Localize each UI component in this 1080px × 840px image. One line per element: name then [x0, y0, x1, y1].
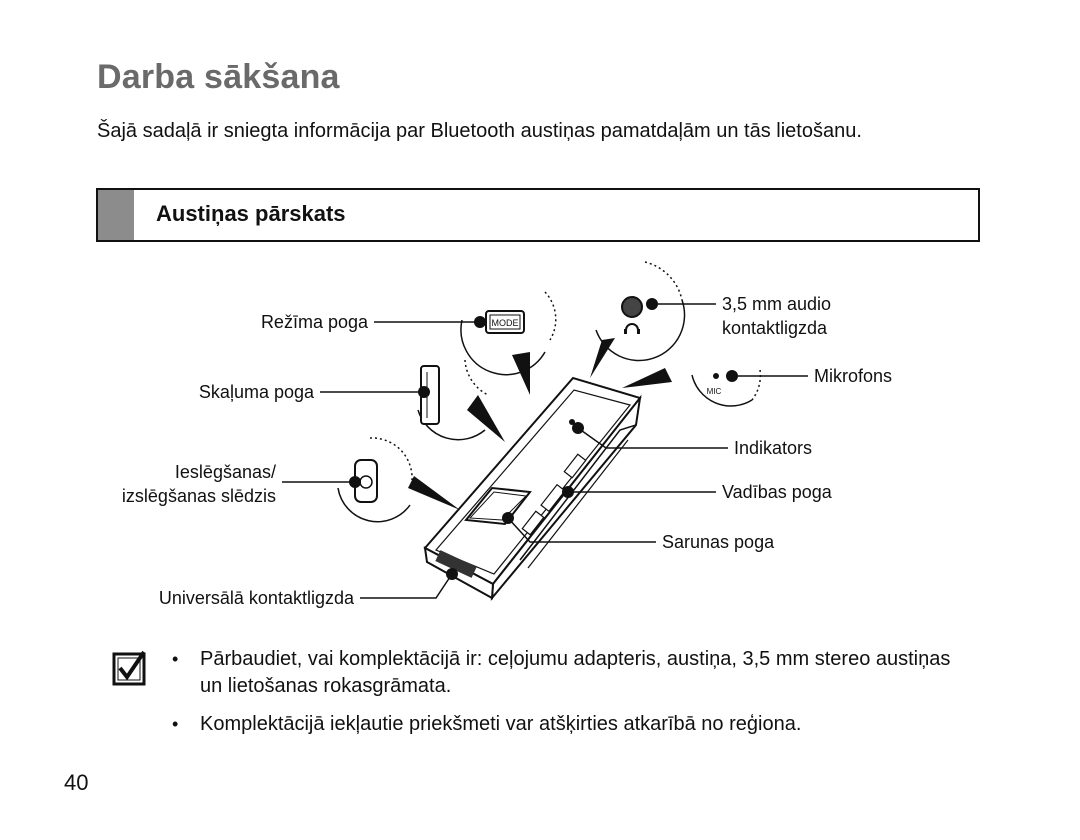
label-indicator: Indikators: [734, 438, 812, 458]
leader-lines: [282, 303, 808, 599]
note-text: Komplektācijā iekļautie priekšmeti var a…: [200, 713, 802, 735]
bullet: •: [172, 714, 179, 734]
note-item: • Komplektācijā iekļautie priekšmeti var…: [172, 711, 972, 738]
label-control-button: Vadības poga: [722, 482, 833, 502]
label-audio-jack-line1: 3,5 mm audio: [722, 294, 831, 314]
bullet: •: [172, 649, 179, 669]
label-talk-button: Sarunas poga: [662, 532, 775, 552]
mic-detail: MIC: [707, 373, 722, 396]
note-check-icon: [112, 650, 146, 686]
label-power-switch-line1: Ieslēgšanas/: [175, 462, 276, 482]
note-text: Pārbaudiet, vai komplektācijā ir: ceļoju…: [200, 648, 951, 697]
mode-key-detail: MODE: [485, 310, 525, 334]
notes-list: • Pārbaudiet, vai komplektācijā ir: ceļo…: [172, 646, 972, 749]
pointer-wedges: [408, 338, 672, 510]
label-power-switch-line2: izslēgšanas slēdzis: [122, 486, 276, 506]
mode-key-text: MODE: [492, 318, 519, 328]
label-microphone: Mikrofons: [814, 366, 892, 386]
page-number: 40: [64, 770, 89, 795]
page-title: Darba sākšana: [97, 58, 340, 96]
callout-arcs: [337, 261, 762, 523]
section-title: Austiņas pārskats: [156, 201, 346, 226]
audio-jack-detail: [621, 296, 643, 334]
section-header-block: [98, 190, 134, 240]
section-header: Austiņas pārskats: [96, 188, 980, 242]
leader-dots: [349, 298, 738, 580]
label-mode-button: Režīma poga: [261, 312, 369, 332]
label-volume-button: Skaļuma poga: [199, 382, 315, 402]
headset-diagram: MODE MIC: [122, 261, 892, 608]
label-universal-jack: Universālā kontaktligzda: [159, 588, 355, 608]
note-item: • Pārbaudiet, vai komplektācijā ir: ceļo…: [172, 646, 972, 700]
mic-mark-text: MIC: [707, 387, 722, 396]
intro-paragraph: Šajā sadaļā ir sniegta informācija par B…: [97, 120, 862, 142]
headset-device: [423, 376, 642, 602]
label-audio-jack-line2: kontaktligzda: [722, 318, 828, 338]
